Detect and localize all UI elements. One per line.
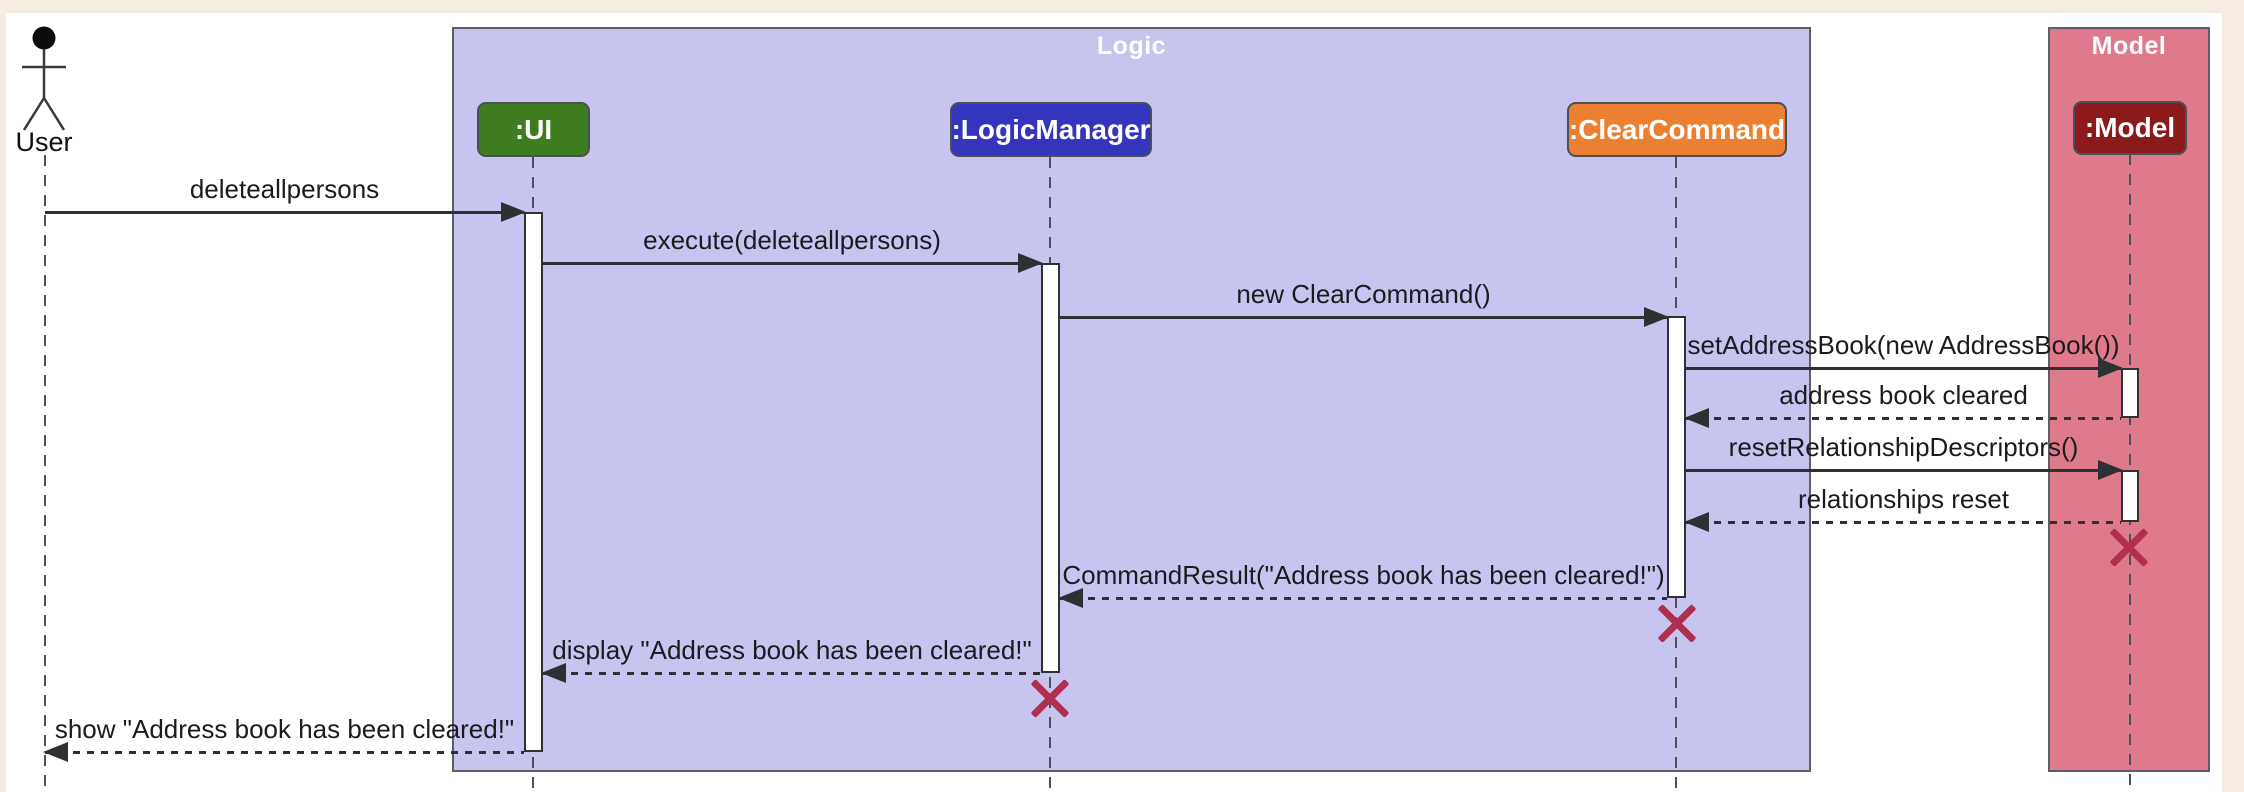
arrowhead-left-icon	[1058, 588, 1083, 608]
arrowhead-left-icon	[43, 742, 68, 762]
participant-ui-label: :UI	[514, 113, 553, 145]
participant-clearcommand: :ClearCommand	[1567, 102, 1787, 157]
activation-bar-ui	[524, 212, 543, 752]
message-setaddressbook-label: setAddressBook(new AddressBook())	[1687, 330, 2120, 360]
message-deleteallpersons-label: deleteallpersons	[189, 174, 380, 204]
message-address-book-cleared-label: address book cleared	[1779, 380, 2028, 410]
arrowhead-left-icon	[1684, 408, 1709, 428]
message-line	[45, 751, 524, 754]
arrowhead-right-icon	[1644, 307, 1669, 327]
participant-clearcommand-label: :ClearCommand	[1568, 113, 1786, 145]
participant-model: :Model	[2073, 101, 2187, 155]
message-relationships-reset-label: relationships reset	[1798, 484, 2009, 514]
message-new-clearcommand-label: new ClearCommand()	[1236, 279, 1491, 309]
destroy-x-clearcommand-icon	[1657, 603, 1697, 643]
destroy-x-model-icon	[2109, 527, 2149, 567]
participant-model-label: :Model	[2084, 112, 2176, 143]
activation-bar-model-2	[2121, 470, 2139, 522]
message-line	[1686, 417, 2121, 420]
frame-logic-title: Logic	[1096, 32, 1167, 60]
actor-user-icon	[13, 20, 75, 140]
actor-user-label: User	[15, 127, 73, 157]
participant-logicmanager-label: :LogicManager	[951, 113, 1151, 145]
message-line	[543, 262, 1041, 265]
message-line	[1060, 316, 1667, 319]
arrowhead-right-icon	[2098, 460, 2123, 480]
message-line	[543, 672, 1041, 675]
message-commandresult-label: CommandResult("Address book has been cle…	[1062, 560, 1665, 590]
lifeline-user	[44, 155, 46, 792]
message-line	[1686, 469, 2121, 472]
activation-bar-clearcommand	[1667, 316, 1686, 598]
message-line	[1686, 367, 2121, 370]
frame-model-title: Model	[2091, 32, 2167, 60]
destroy-x-logicmanager-icon	[1030, 678, 1070, 718]
message-display-label: display "Address book has been cleared!"	[552, 635, 1032, 665]
arrowhead-right-icon	[501, 202, 526, 222]
participant-logicmanager: :LogicManager	[950, 102, 1152, 157]
activation-bar-model-1	[2121, 368, 2139, 418]
activation-bar-logicmanager	[1041, 263, 1060, 673]
message-line	[1060, 597, 1667, 600]
participant-ui: :UI	[477, 102, 590, 157]
arrowhead-right-icon	[2098, 358, 2123, 378]
message-execute-label: execute(deleteallpersons)	[643, 225, 941, 255]
message-show-label: show "Address book has been cleared!"	[54, 714, 515, 744]
arrowhead-right-icon	[1018, 253, 1043, 273]
arrowhead-left-icon	[541, 663, 566, 683]
message-resetrelationshipdescriptors-label: resetRelationshipDescriptors()	[1728, 432, 2079, 462]
message-line	[45, 211, 524, 214]
message-line	[1686, 521, 2121, 524]
arrowhead-left-icon	[1684, 512, 1709, 532]
